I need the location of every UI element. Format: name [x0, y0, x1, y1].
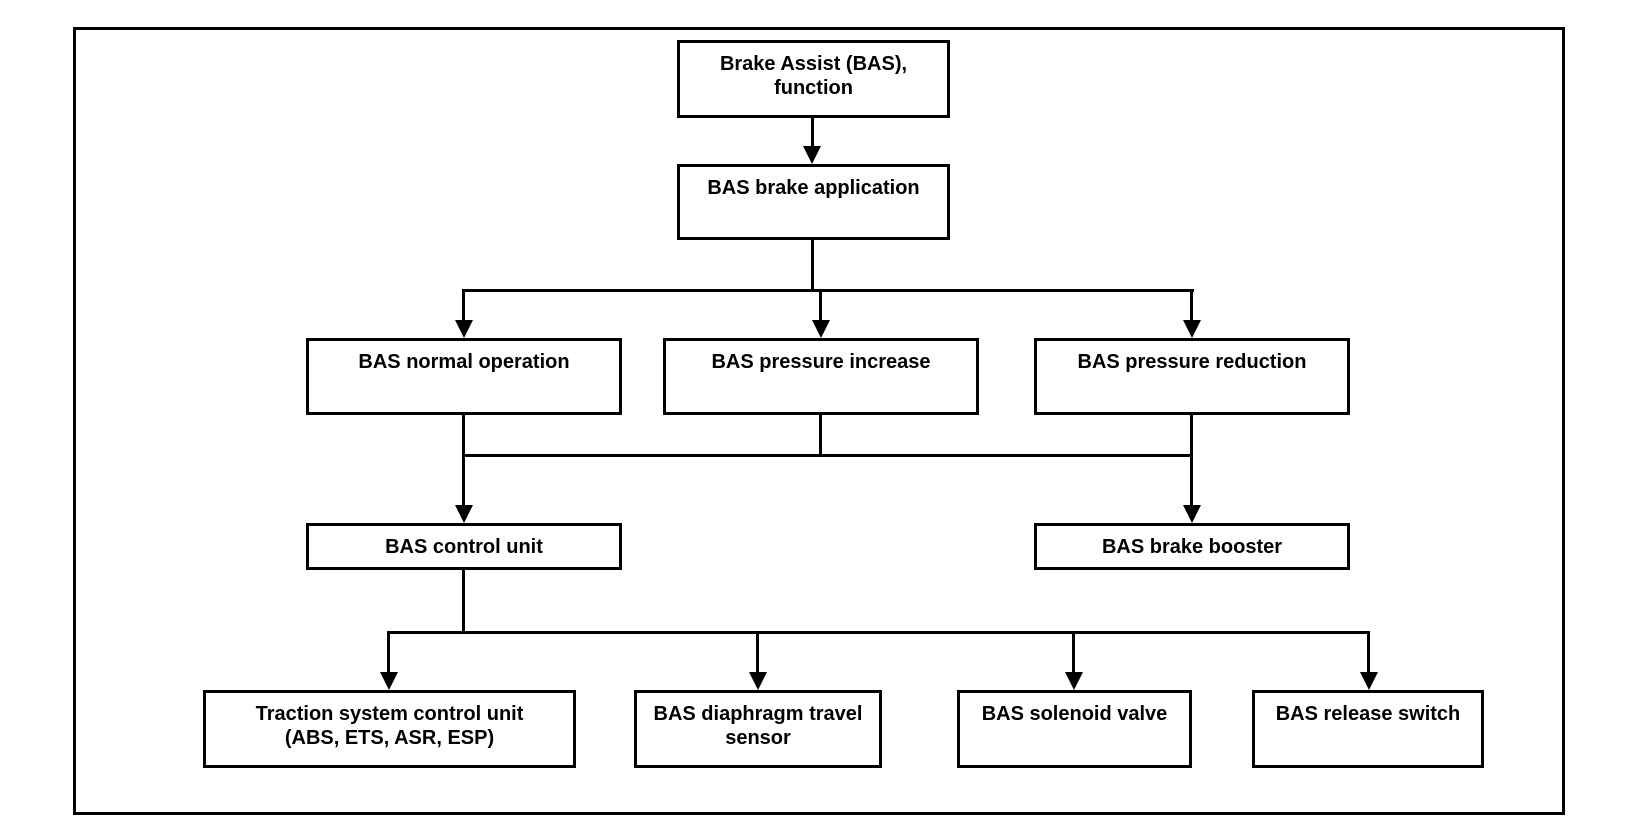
node-solenoid-valve: BAS solenoid valve: [957, 690, 1192, 768]
node-bas-function: Brake Assist (BAS), function: [677, 40, 950, 118]
edge-pressure-increase-down: [819, 415, 822, 457]
node-control-unit: BAS control unit: [306, 523, 622, 570]
edge-normal-operation-down: [462, 415, 465, 457]
arrowhead-into-normal-operation: [455, 320, 473, 338]
node-traction-control-unit: Traction system control unit (ABS, ETS, …: [203, 690, 576, 768]
arrowhead-into-brake-application: [803, 146, 821, 164]
arrowhead-into-brake-booster: [1183, 505, 1201, 523]
edge-drop-pressure-increase: [819, 289, 822, 322]
arrowhead-into-solenoid-valve: [1065, 672, 1083, 690]
arrowhead-into-traction-unit: [380, 672, 398, 690]
edge-drop-normal-operation: [462, 289, 465, 322]
node-pressure-increase: BAS pressure increase: [663, 338, 979, 415]
arrowhead-into-pressure-increase: [812, 320, 830, 338]
node-pressure-reduction: BAS pressure reduction: [1034, 338, 1350, 415]
edge-pressure-reduction-down: [1190, 415, 1193, 457]
arrowhead-into-pressure-reduction: [1183, 320, 1201, 338]
node-normal-operation: BAS normal operation: [306, 338, 622, 415]
arrowhead-into-diaphragm-sensor: [749, 672, 767, 690]
edge-drop-solenoid-valve: [1072, 631, 1075, 674]
edge-drop-traction-unit: [387, 631, 390, 674]
edge-drop-diaphragm-sensor: [756, 631, 759, 674]
edge-branch-bus-bottom: [387, 631, 1370, 634]
edge-drop-brake-booster: [1190, 454, 1193, 507]
node-brake-booster: BAS brake booster: [1034, 523, 1350, 570]
edge-function-to-application: [811, 118, 814, 150]
edge-drop-release-switch: [1367, 631, 1370, 674]
arrowhead-into-control-unit: [455, 505, 473, 523]
edge-branch-bus-middle: [462, 454, 1193, 457]
arrowhead-into-release-switch: [1360, 672, 1378, 690]
edge-branch-bus-top: [462, 289, 1194, 292]
edge-control-unit-stem: [462, 570, 465, 634]
edge-drop-pressure-reduction: [1190, 289, 1193, 322]
edge-drop-control-unit: [462, 454, 465, 507]
edge-application-stem: [811, 240, 814, 292]
node-brake-application: BAS brake application: [677, 164, 950, 240]
node-diaphragm-sensor: BAS diaphragm travel sensor: [634, 690, 882, 768]
node-release-switch: BAS release switch: [1252, 690, 1484, 768]
